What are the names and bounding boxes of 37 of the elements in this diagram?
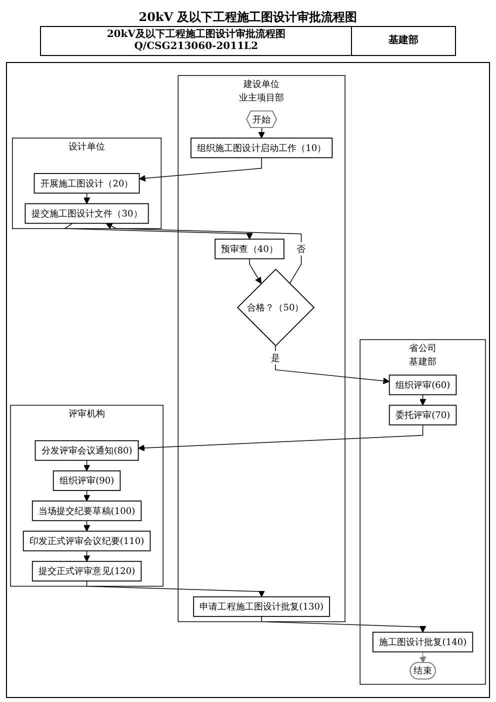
- arrow: [83, 520, 90, 532]
- arrow: [83, 490, 90, 502]
- arrow: [258, 128, 265, 138]
- edge-label: 否: [296, 244, 306, 254]
- process-box: 预审查（40）: [214, 238, 284, 260]
- diagram-title: 20kV 及以下工程施工图设计审批流程图: [138, 10, 358, 24]
- process-box: 提交施工图设计文件（30）: [24, 203, 149, 224]
- process-box: 当场提交纪要草稿(100): [32, 500, 142, 522]
- header-title: 20kV及以下工程施工图设计审批流程图: [106, 29, 286, 41]
- arrow: [249, 258, 262, 284]
- process-box: 施工图设计批复(140): [372, 632, 474, 652]
- arrow: [419, 394, 426, 406]
- process-box: 组织评审(90): [52, 470, 121, 492]
- arrow: [64, 223, 253, 240]
- decision-diamond: 合格？（50）: [236, 268, 315, 346]
- arrow: [86, 580, 265, 598]
- process-box: 开展施工图设计（20）: [34, 173, 140, 194]
- process-box: 印发正式评审会议纪要(110): [22, 530, 151, 552]
- edge-label: 是: [270, 352, 280, 364]
- arrow: [419, 652, 426, 664]
- process-box: 组织施工图设计启动工作（10）: [190, 138, 333, 158]
- arrow: [83, 192, 90, 204]
- arrow: [83, 460, 90, 472]
- process-box: 分发评审会议通知(80): [34, 440, 139, 461]
- arrow: [139, 157, 262, 182]
- department-label: 基建部: [388, 35, 419, 47]
- process-box: 委托评审(70): [388, 404, 457, 426]
- standard-code: Q/CSG213060-2011L2: [134, 41, 258, 53]
- process-box: 组织评审(60): [388, 374, 457, 396]
- process-box: 提交正式评审意见(120): [32, 561, 142, 582]
- arrow: [83, 550, 90, 562]
- arrow: [261, 616, 426, 633]
- arrow: [275, 345, 390, 384]
- terminal-shape: 结束: [410, 662, 436, 680]
- arrow: [106, 223, 302, 284]
- process-box: 申请工程施工图设计批复(130): [193, 596, 330, 617]
- arrow: [138, 424, 424, 452]
